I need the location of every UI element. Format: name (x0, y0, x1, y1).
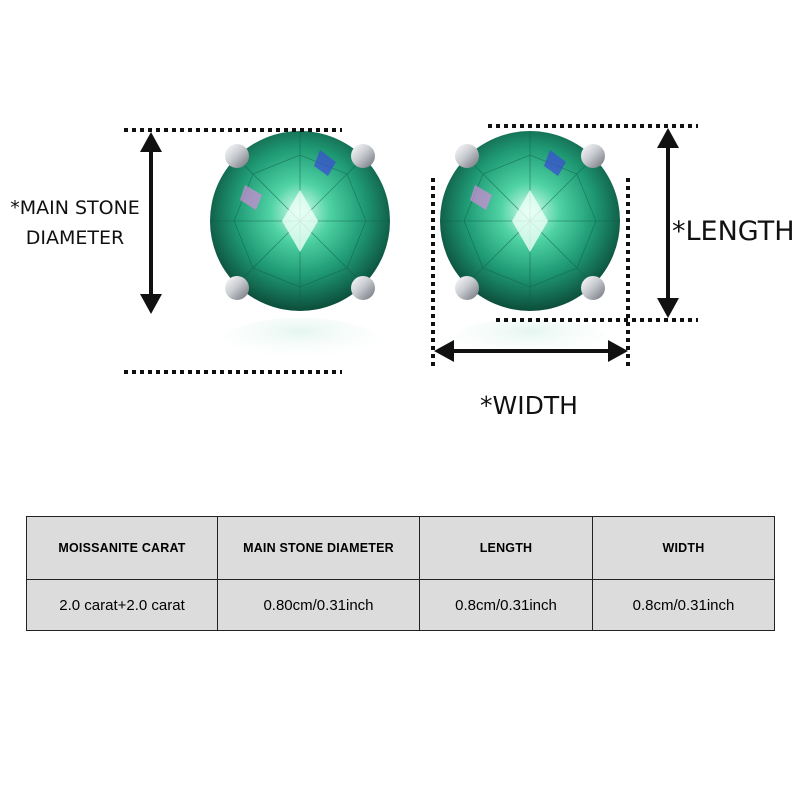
main-stone-diameter-label: *MAIN STONE DIAMETER (0, 193, 150, 253)
header-length: LENGTH (419, 516, 593, 580)
main-stone-diameter-label-line2: DIAMETER (25, 227, 125, 249)
main-stone-diameter-label-line1: *MAIN STONE (10, 197, 140, 219)
width-arrow (434, 340, 628, 362)
right-earring-reflection (452, 318, 608, 362)
table-header-row: MOISSANITE CARAT MAIN STONE DIAMETER LEN… (26, 516, 775, 580)
left-earring (210, 131, 390, 362)
right-earring (440, 131, 620, 362)
right-prong-top-right (581, 144, 605, 168)
right-gem-blue-flash (544, 150, 566, 176)
table-row: 2.0 carat+2.0 carat 0.80cm/0.31inch 0.8c… (26, 579, 775, 631)
length-arrow (657, 128, 679, 318)
cell-width: 0.8cm/0.31inch (592, 579, 775, 631)
right-prong-bottom-left (455, 276, 479, 300)
left-prong-bottom-left (225, 276, 249, 300)
right-gem-table-sparkle (512, 190, 548, 252)
left-gem-blue-flash (314, 150, 336, 176)
left-gem-table-sparkle (282, 190, 318, 252)
header-width: WIDTH (592, 516, 775, 580)
left-earring-reflection (222, 318, 378, 362)
width-label: *WIDTH (480, 391, 578, 420)
left-prong-top-left (225, 144, 249, 168)
cell-main-stone-diameter: 0.80cm/0.31inch (217, 579, 420, 631)
header-moissanite-carat: MOISSANITE CARAT (26, 516, 218, 580)
left-prong-top-right (351, 144, 375, 168)
specification-table: MOISSANITE CARAT MAIN STONE DIAMETER LEN… (26, 516, 775, 631)
earring-illustration (124, 124, 698, 374)
cell-length: 0.8cm/0.31inch (419, 579, 593, 631)
left-gem-pink-flash (240, 185, 262, 210)
diameter-arrow (140, 132, 162, 314)
length-label: *LENGTH (672, 216, 795, 247)
header-main-stone-diameter: MAIN STONE DIAMETER (217, 516, 420, 580)
right-prong-bottom-right (581, 276, 605, 300)
cell-moissanite-carat: 2.0 carat+2.0 carat (26, 579, 218, 631)
right-gem-pink-flash (470, 185, 492, 210)
left-prong-bottom-right (351, 276, 375, 300)
length-guides (488, 124, 698, 322)
right-prong-top-left (455, 144, 479, 168)
